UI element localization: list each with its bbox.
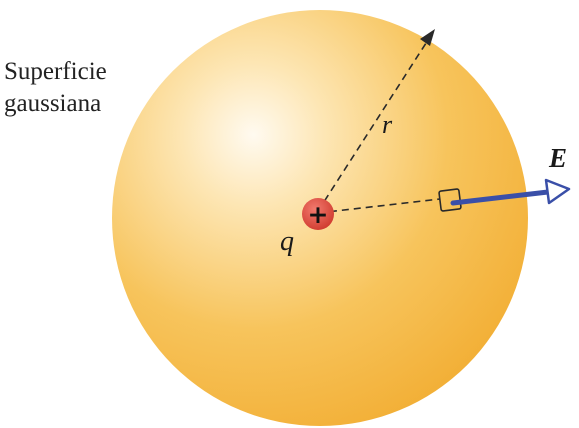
area-element-square [438,188,462,212]
charge-sign: + [308,200,329,229]
point-charge [302,198,334,230]
electric-field-arrowhead [544,178,571,205]
radius-line [317,39,429,212]
electric-field-arrow-shaft [450,189,551,206]
gaussian-surface-label-line2: gaussiana [4,90,102,117]
radius-arrowhead [420,29,435,46]
gaussian-surface-label: Superficie gaussiana [4,56,107,120]
charge-label: q [280,226,294,257]
radius-label: r [382,110,393,139]
electric-field-label: E [548,143,567,173]
gaussian-surface-label-line1: Superficie [4,58,107,85]
field-point-line [317,198,441,214]
